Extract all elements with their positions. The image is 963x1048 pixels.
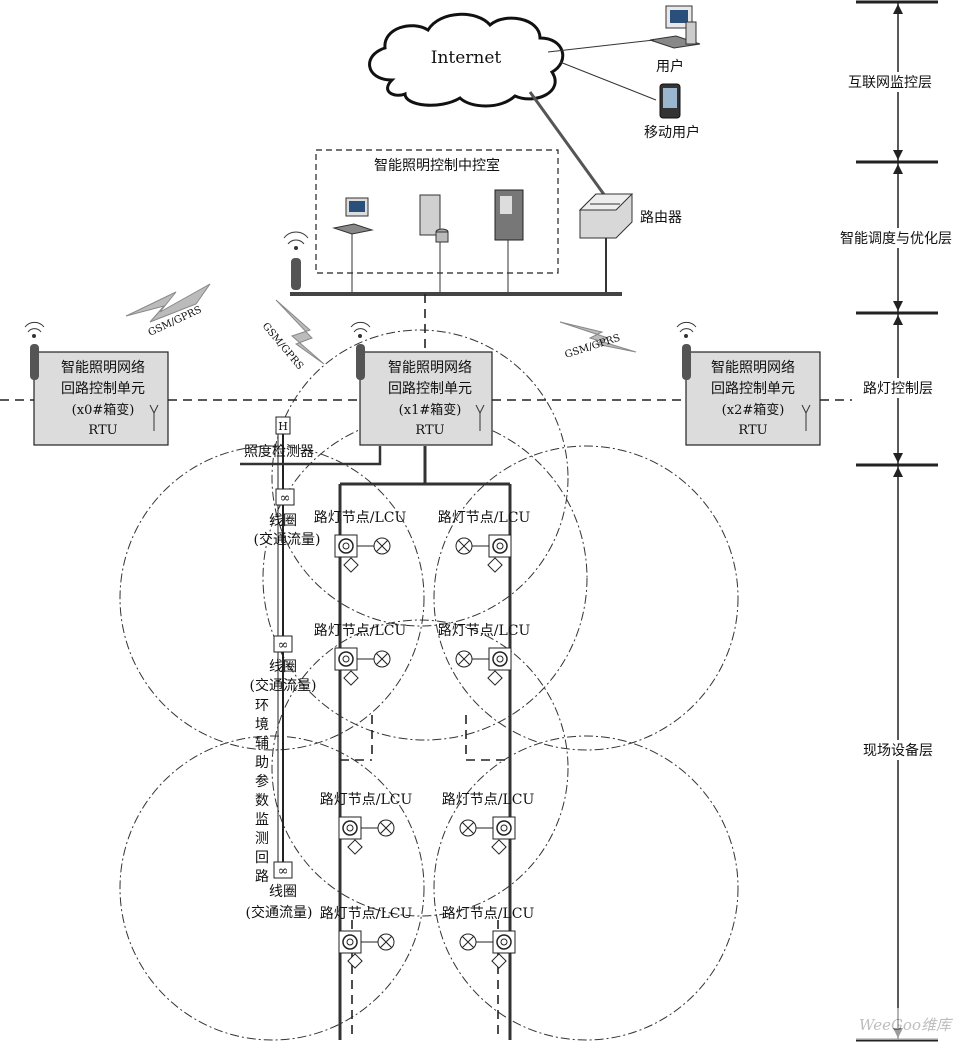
base-station-antenna-icon [283,231,309,290]
street-lamp-node-icon [334,647,391,686]
rtu-text: 智能照明网络 [61,360,145,376]
gsm-label: GSM/GPRS [260,321,306,372]
sensor-glyph: H [278,420,288,433]
wireless-link-center: GSM/GPRS [260,299,325,372]
traffic-coil-icon: ∞ [275,488,295,506]
rtu-text: RTU [88,423,117,438]
server-icon [419,194,449,243]
layer-label-field: 现场设备层 [863,742,933,759]
link-line [547,39,655,53]
env-char: 监 [255,812,269,828]
env-char: 参 [255,773,269,790]
coil-label: (交通流量) [254,531,321,548]
wireless-link-right: GSM/GPRS [559,321,637,361]
mobile-phone-icon [659,83,681,119]
env-monitoring-loop-label: 环 境 辅 助 参 数 监 测 回 路 [255,698,269,885]
illuminance-sensor-label: 照度检测器 [244,444,314,460]
svg-text:∞: ∞ [280,491,291,506]
layer-label-internet: 互联网监控层 [848,75,932,91]
watermark-text: WeeGoo维库 [859,1016,954,1034]
mobile-user-label: 移动用户 [644,124,700,141]
lcu-label: 路灯节点/LCU [438,623,531,639]
rtu-text: 智能照明网络 [388,360,472,376]
internet-cloud: Internet [368,12,565,108]
svg-text:∞: ∞ [278,638,289,653]
rtu-text: RTU [415,423,444,438]
coverage-circle [271,619,569,917]
rtu-box-x2: 智能照明网络 回路控制单元 (x2#箱变) RTU [685,351,821,446]
coil-label: (交通流量) [250,677,317,694]
street-lamp-node-icon [455,534,512,573]
wireless-link-left: GSM/GPRS [125,283,211,339]
lcu-label: 路灯节点/LCU [320,906,413,922]
antenna-icon [24,321,45,380]
env-char: 助 [255,755,269,771]
database-server-icon [494,189,524,241]
coverage-circle [119,735,425,1041]
street-lamp-node-icon [338,930,395,969]
lcu-label: 路灯节点/LCU [442,792,535,808]
coverage-circle [433,445,739,751]
control-room-title: 智能照明控制中控室 [374,157,500,174]
street-lamp-node-icon [334,534,391,573]
rtu-text: 回路控制单元 [388,381,472,397]
rtu-box-x1: 智能照明网络 回路控制单元 (x1#箱变) RTU [359,351,493,446]
env-char: 环 [255,698,269,714]
lcu-label: 路灯节点/LCU [438,510,531,526]
coverage-circle [262,415,588,741]
street-lamp-node-icon [459,930,516,969]
coverage-circle [433,735,739,1041]
user-label: 用户 [656,58,684,75]
traffic-coil-icon: ∞ [273,861,293,879]
workstation-icon [332,197,374,235]
env-char: 数 [255,793,269,809]
layer-label-dispatch: 智能调度与优化层 [840,231,952,247]
layer-label-control: 路灯控制层 [863,381,933,397]
svg-text:∞: ∞ [278,864,289,879]
lcu-label: 路灯节点/LCU [320,792,413,808]
rtu-text: (x0#箱变) [72,402,135,418]
street-lamp-node-icon [455,647,512,686]
env-char: 路 [255,869,269,885]
link-line [528,91,610,201]
rtu-text: (x2#箱变) [722,402,785,418]
coil-label: 线圈 [269,513,297,529]
sensor-link [240,446,382,466]
rtu-text: RTU [738,423,767,438]
rtu-text: 回路控制单元 [61,381,145,397]
layer-scale [832,0,960,1042]
control-room-boundary [315,149,559,274]
rtu-text: 回路控制单元 [711,381,795,397]
coil-label: 线圈 [269,659,297,675]
env-char: 辅 [255,736,269,752]
coverage-circles [119,329,739,1041]
coil-label: (交通流量) [246,904,313,921]
lcu-label: 路灯节点/LCU [314,510,407,526]
link-line [559,61,657,101]
antenna-icon [676,321,697,380]
traffic-coil-icon: ∞ [273,635,293,653]
internet-label: Internet [431,48,502,68]
watermark-logo: WeeGoo维库 [850,1008,960,1040]
env-char: 测 [255,831,269,847]
env-char: 境 [255,717,269,733]
coverage-circle [119,445,425,751]
router-label: 路由器 [640,210,682,226]
rtu-box-x0: 智能照明网络 回路控制单元 (x0#箱变) RTU [33,351,169,446]
coverage-circle [271,329,569,627]
lcu-label: 路灯节点/LCU [314,623,407,639]
street-lamp-node-icon [338,816,395,855]
street-lamp-node-icon [459,816,516,855]
env-char: 回 [255,850,269,866]
rtu-text: 智能照明网络 [711,360,795,376]
lcu-label: 路灯节点/LCU [442,906,535,922]
user-computer-icon [649,5,701,49]
rtu-text: (x1#箱变) [399,402,462,418]
antenna-icon [350,321,371,380]
coil-label: 线圈 [269,884,297,900]
router-icon [578,193,634,239]
